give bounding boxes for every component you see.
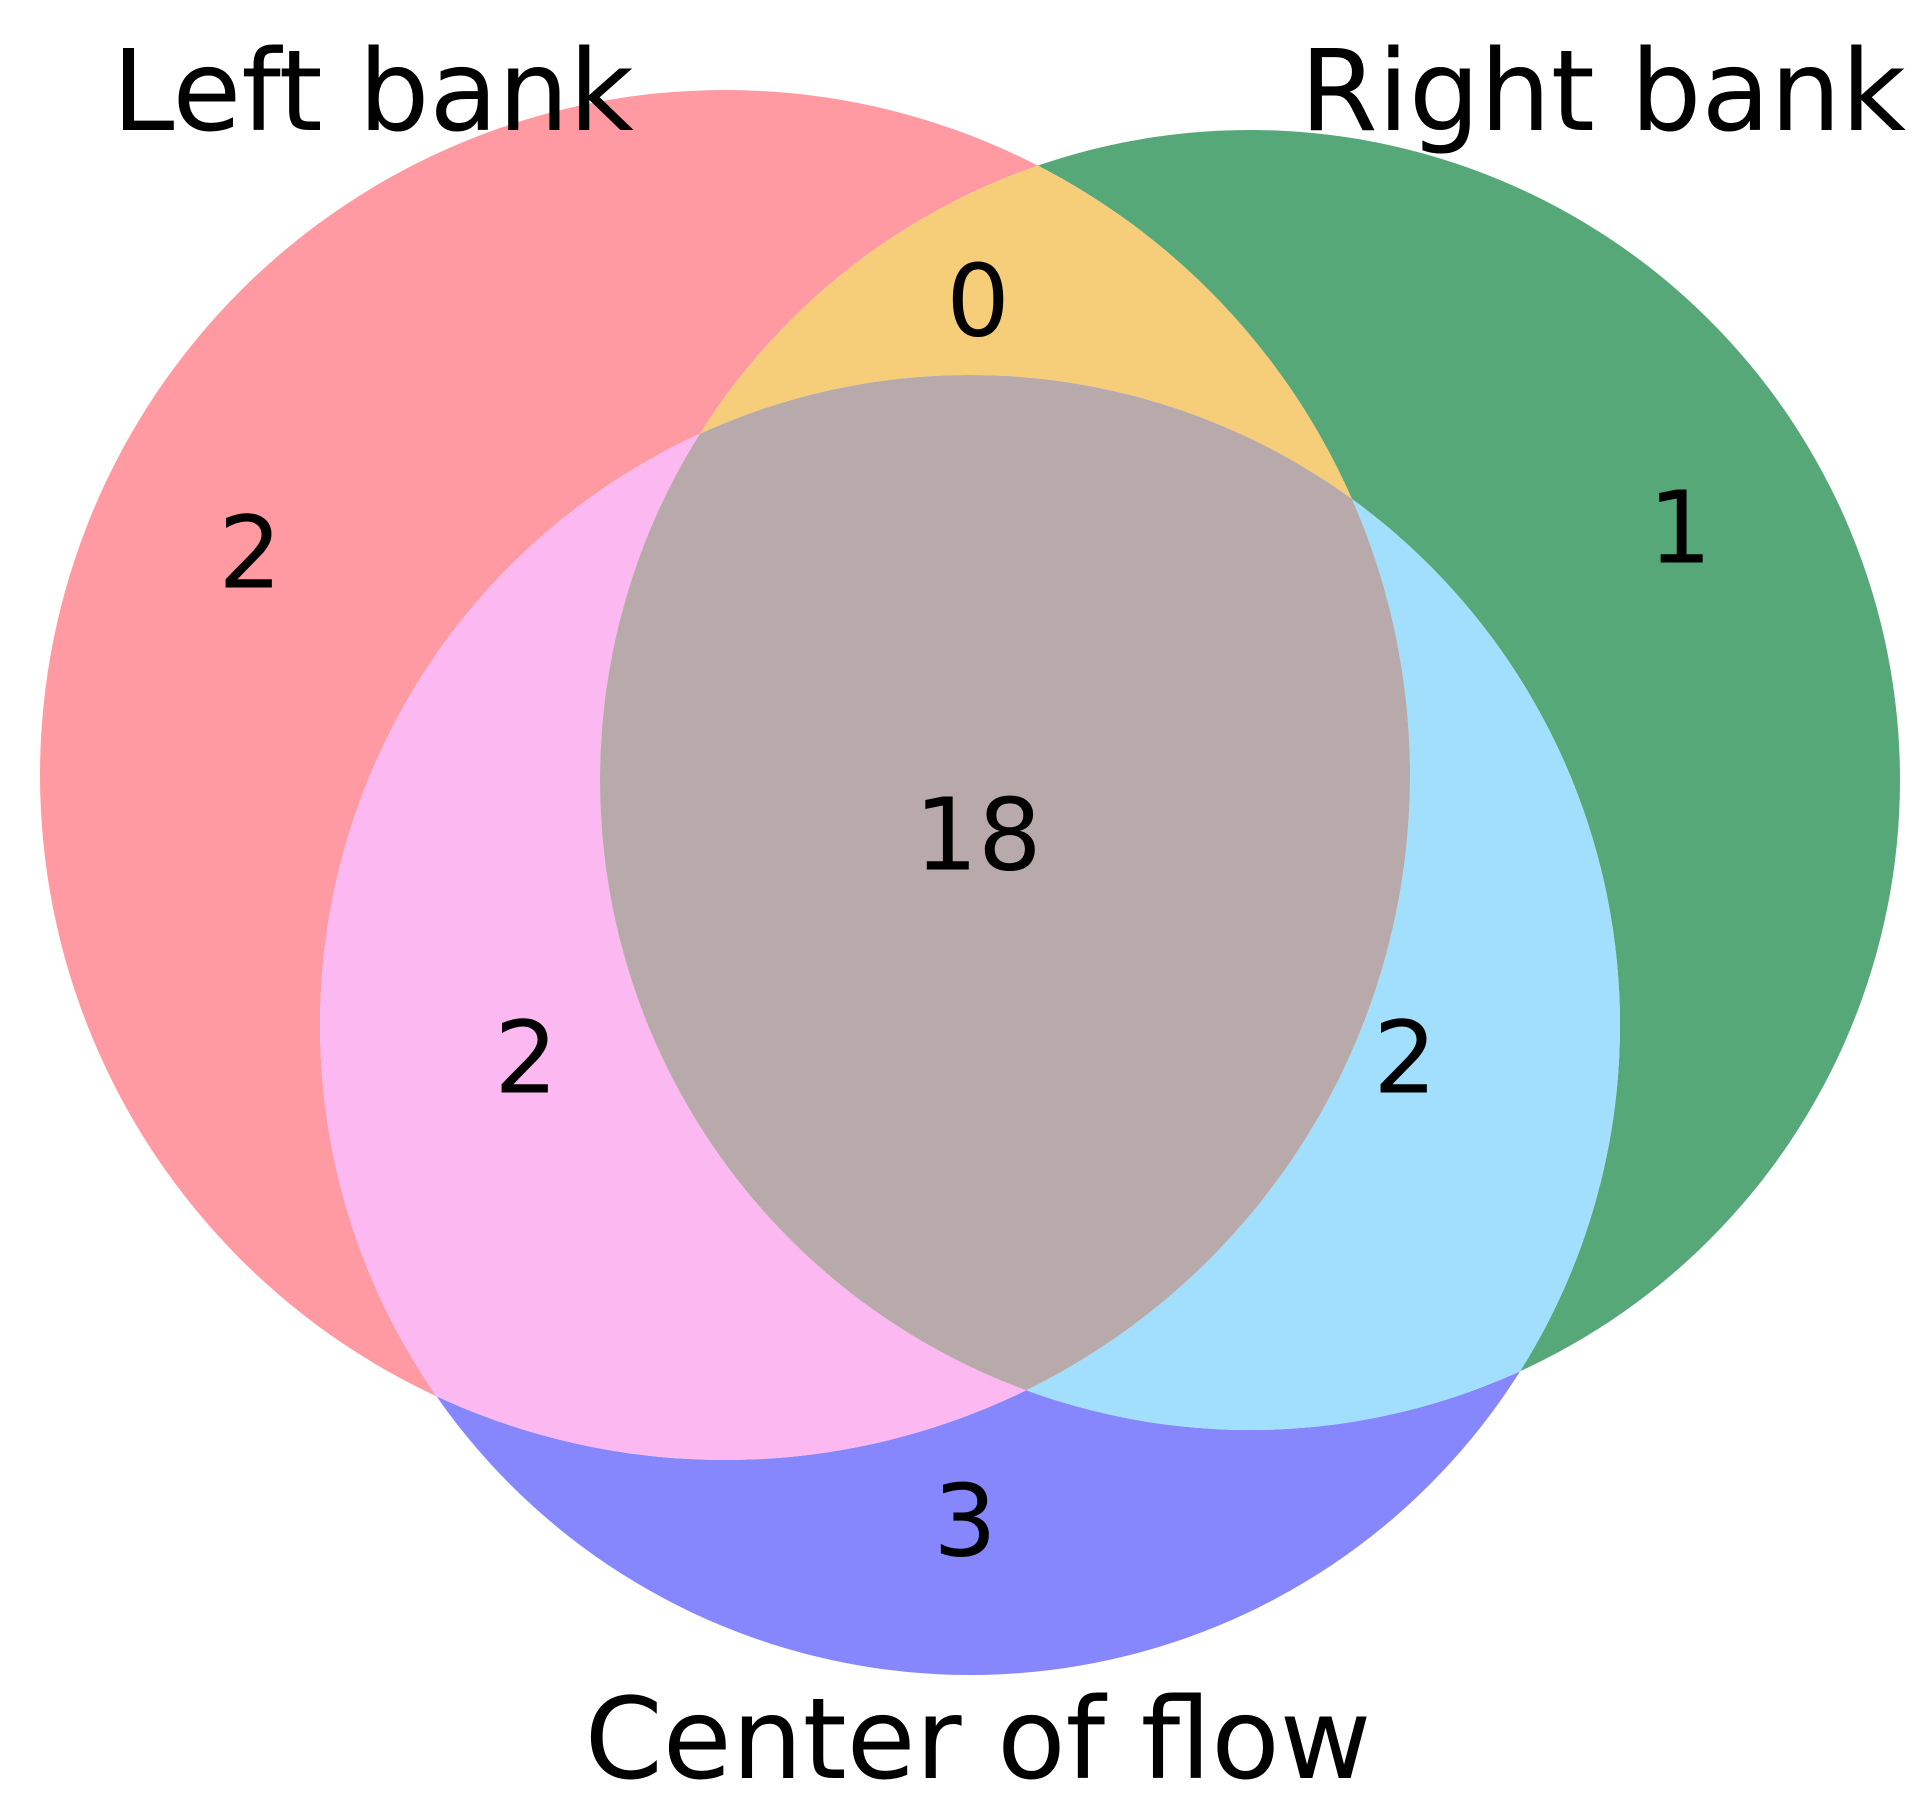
set-label-right-bank: Right bank	[1300, 27, 1906, 157]
count-right-center: 2	[1373, 999, 1437, 1116]
count-left-center: 2	[494, 999, 558, 1116]
set-label-left-bank: Left bank	[112, 27, 634, 157]
count-left-only: 2	[218, 494, 282, 611]
count-left-right: 0	[946, 242, 1010, 359]
count-all-three: 18	[914, 776, 1041, 893]
set-label-center-of-flow: Center of flow	[585, 1675, 1372, 1803]
count-right-only: 1	[1648, 469, 1712, 586]
count-center-only: 3	[933, 1462, 997, 1579]
